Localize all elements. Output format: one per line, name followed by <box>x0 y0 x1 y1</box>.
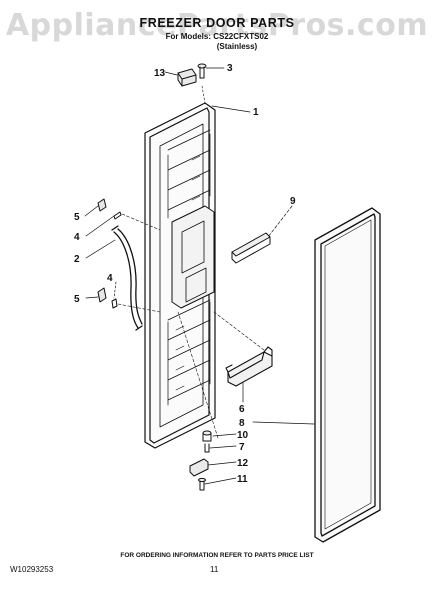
handle-screw-top <box>113 211 122 220</box>
top-hinge-screw <box>197 63 207 79</box>
callout-4-bottom: 4 <box>107 273 113 284</box>
trim-strip <box>231 232 271 264</box>
handle-screw-bottom <box>111 298 118 309</box>
callout-9: 9 <box>290 196 296 207</box>
callout-3: 3 <box>227 63 233 74</box>
document-number: W10293253 <box>10 565 54 574</box>
door-handle <box>111 225 143 331</box>
model-line: For Models: CS22CFXTS02 <box>165 32 269 41</box>
lower-hinge-bracket <box>189 458 209 477</box>
callout-5-bottom: 5 <box>74 294 80 305</box>
leader-lines <box>84 67 315 485</box>
lower-hinge-screw <box>198 477 206 491</box>
lower-hinge-bushing <box>202 430 212 442</box>
watermark: AppliancePartsPros.com <box>5 8 429 43</box>
variant-line: (Stainless) <box>216 42 258 51</box>
callout-7: 7 <box>239 442 245 453</box>
page-title: FREEZER DOOR PARTS <box>139 16 295 30</box>
callout-13: 13 <box>154 68 166 79</box>
callout-4-top: 4 <box>74 232 80 243</box>
callout-6: 6 <box>239 404 245 415</box>
callout-10: 10 <box>237 430 249 441</box>
callout-2: 2 <box>74 254 80 265</box>
hinge-cap <box>177 68 197 87</box>
door-panel <box>144 102 216 449</box>
callout-5-top: 5 <box>74 212 80 223</box>
callout-1: 1 <box>253 107 259 118</box>
callout-11: 11 <box>237 474 248 485</box>
ordering-note: FOR ORDERING INFORMATION REFER TO PARTS … <box>120 552 314 559</box>
callout-labels: 13 3 1 9 5 4 2 4 5 6 8 10 7 12 11 <box>74 63 296 485</box>
lower-hinge-pin <box>204 443 210 453</box>
callout-8: 8 <box>239 418 245 429</box>
handle-cap-top <box>97 198 107 212</box>
page-number: 11 <box>210 565 219 574</box>
door-bin-bracket <box>225 346 273 387</box>
door-gasket <box>314 207 381 543</box>
callout-12: 12 <box>237 458 249 469</box>
handle-cap-bottom <box>97 287 107 303</box>
